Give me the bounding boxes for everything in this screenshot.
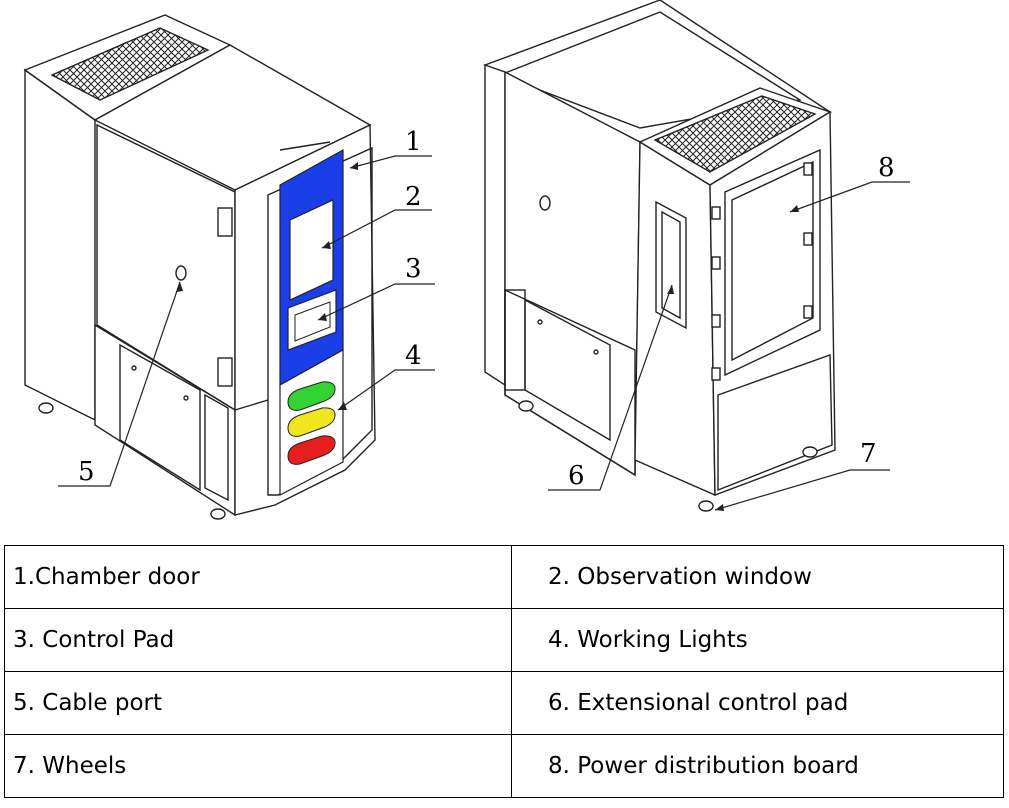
callout-5: 5 [78, 457, 95, 487]
callout-8: 8 [878, 153, 895, 183]
legend-item-control-pad: 3. Control Pad [4, 608, 512, 672]
rear-view-chamber [483, 0, 836, 512]
legend-item-power-distribution-board: 8. Power distribution board [511, 734, 1004, 798]
working-light-red [287, 435, 336, 465]
callout-2: 2 [405, 182, 422, 212]
legend-item-extensional-control-pad: 6. Extensional control pad [511, 671, 1004, 735]
working-light-yellow [287, 407, 336, 437]
parts-legend-table: 1.Chamber door 2. Observation window 3. … [4, 545, 1004, 798]
legend-item-wheels: 7. Wheels [4, 734, 512, 798]
leader-lines [58, 155, 910, 511]
table-row: 7. Wheels 8. Power distribution board [4, 734, 1004, 798]
callout-3: 3 [405, 254, 422, 284]
callout-7: 7 [860, 439, 877, 469]
observation-window [289, 199, 334, 301]
table-row: 3. Control Pad 4. Working Lights [4, 608, 1004, 672]
legend-item-cable-port: 5. Cable port [4, 671, 512, 735]
callout-4: 4 [405, 341, 422, 371]
table-row: 1.Chamber door 2. Observation window [4, 545, 1004, 609]
leader-arrowheads [176, 162, 799, 511]
callout-6: 6 [568, 461, 585, 491]
working-light-green [287, 381, 336, 411]
legend-item-working-lights: 4. Working Lights [511, 608, 1004, 672]
legend-item-observation-window: 2. Observation window [511, 545, 1004, 609]
chamber-drawing: 1 2 3 4 5 6 7 8 [23, 0, 910, 520]
table-row: 5. Cable port 6. Extensional control pad [4, 671, 1004, 735]
legend-item-chamber-door: 1.Chamber door [4, 545, 512, 609]
callout-1: 1 [405, 127, 422, 157]
